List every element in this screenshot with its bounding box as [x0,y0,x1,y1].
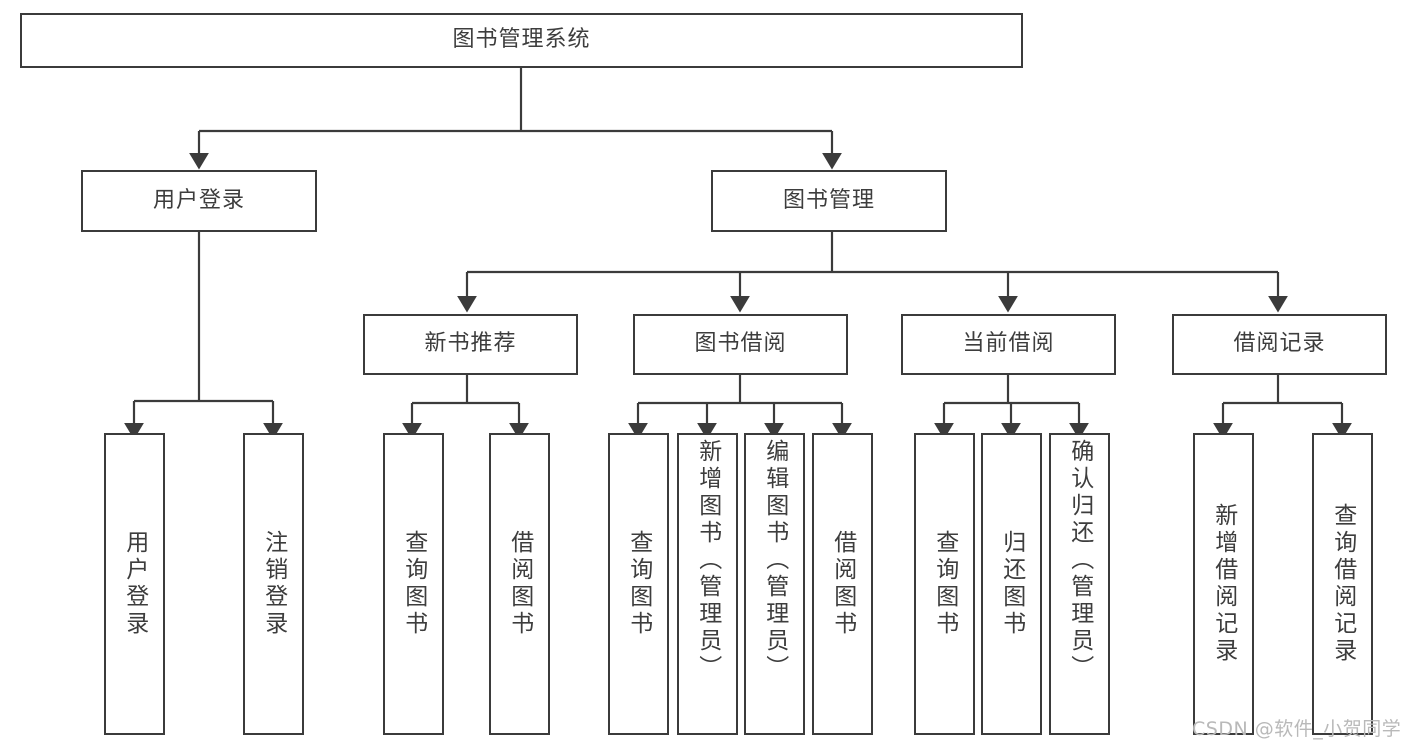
node-leaf-borrow-book-2[interactable]: 借阅图书 [812,433,873,735]
node-leaf-query-book-1[interactable]: 查询图书 [383,433,444,735]
node-leaf-logout-login[interactable]: 注销登录 [243,433,304,735]
node-leaf-query-record-label: 查询借阅记录 [1329,503,1356,665]
node-leaf-query-book-3[interactable]: 查询图书 [914,433,975,735]
node-new-book-recommend[interactable]: 新书推荐 [363,314,578,375]
node-book-management[interactable]: 图书管理 [711,170,947,232]
node-leaf-logout-login-label: 注销登录 [260,530,287,638]
node-borrow-record[interactable]: 借阅记录 [1172,314,1387,375]
node-borrow-record-label: 借阅记录 [1233,331,1326,357]
node-leaf-query-book-2-label: 查询图书 [625,530,652,638]
node-leaf-edit-book-label: 编辑图书（管理员） [761,439,788,682]
node-leaf-borrow-book-1[interactable]: 借阅图书 [489,433,550,735]
node-leaf-query-book-1-label: 查询图书 [400,530,427,638]
node-new-book-recommend-label: 新书推荐 [424,331,517,357]
node-leaf-add-book-label: 新增图书（管理员） [694,439,721,682]
node-user-login[interactable]: 用户登录 [81,170,317,232]
node-book-borrow-label: 图书借阅 [694,331,787,357]
node-user-login-label: 用户登录 [152,187,245,213]
node-leaf-add-book[interactable]: 新增图书（管理员） [677,433,738,735]
node-leaf-user-login-label: 用户登录 [121,530,148,638]
node-leaf-confirm-return-label: 确认归还（管理员） [1066,439,1093,682]
node-leaf-add-record[interactable]: 新增借阅记录 [1193,433,1254,735]
node-current-borrow-label: 当前借阅 [962,331,1055,357]
node-leaf-borrow-book-2-label: 借阅图书 [829,530,856,638]
node-current-borrow[interactable]: 当前借阅 [901,314,1116,375]
watermark: CSDN @软件_小贺同学 [1192,718,1402,740]
node-leaf-confirm-return[interactable]: 确认归还（管理员） [1049,433,1110,735]
node-leaf-add-record-label: 新增借阅记录 [1210,503,1237,665]
node-leaf-borrow-book-1-label: 借阅图书 [506,530,533,638]
node-leaf-query-record[interactable]: 查询借阅记录 [1312,433,1373,735]
node-leaf-return-book[interactable]: 归还图书 [981,433,1042,735]
node-root[interactable]: 图书管理系统 [20,13,1023,68]
node-leaf-user-login[interactable]: 用户登录 [104,433,165,735]
node-leaf-return-book-label: 归还图书 [998,530,1025,638]
node-root-label: 图书管理系统 [452,27,591,53]
node-leaf-edit-book[interactable]: 编辑图书（管理员） [744,433,805,735]
node-book-borrow[interactable]: 图书借阅 [633,314,848,375]
node-book-management-label: 图书管理 [782,187,875,213]
node-leaf-query-book-2[interactable]: 查询图书 [608,433,669,735]
node-leaf-query-book-3-label: 查询图书 [931,530,958,638]
